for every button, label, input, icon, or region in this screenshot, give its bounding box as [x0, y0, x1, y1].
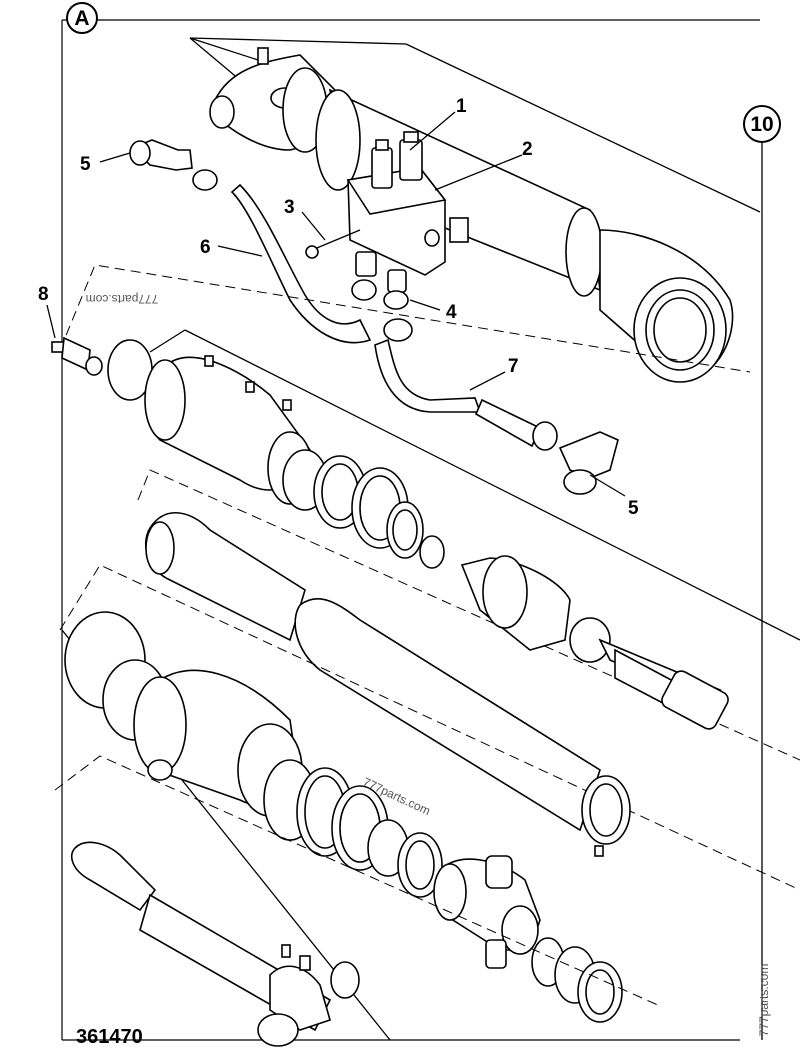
leader-lines — [46, 111, 626, 497]
cylinder-tube-upper — [315, 88, 734, 383]
middle-assembly-lower — [59, 564, 800, 1041]
callout-4: 4 — [446, 302, 457, 323]
drawing-frame — [61, 19, 760, 1041]
callout-labels: 1 2 3 4 5 5 6 7 8 — [38, 96, 639, 519]
watermark-top: 777parts.com — [86, 292, 159, 306]
callout-8: 8 — [38, 284, 49, 305]
callout-5-upper: 5 — [80, 154, 91, 175]
callout-2: 2 — [522, 139, 533, 160]
check-valve — [51, 336, 103, 376]
seal-stack-bottom — [531, 937, 623, 1023]
callout-5-lower: 5 — [628, 498, 639, 519]
callout-7: 7 — [508, 356, 519, 377]
svg-text:10: 10 — [750, 113, 773, 136]
bottom-assembly — [54, 755, 661, 1047]
rod-eye-bottom — [257, 944, 360, 1047]
rod-tube — [145, 512, 601, 832]
corner-marker: A — [66, 2, 98, 34]
tube-right — [474, 398, 558, 451]
seal-stack-upper — [282, 449, 445, 569]
elbow-fitting-upper — [129, 139, 218, 191]
callout-1: 1 — [456, 96, 467, 117]
callout-3: 3 — [284, 197, 295, 218]
svg-text:A: A — [74, 7, 89, 30]
bolt — [305, 229, 361, 259]
sheet-reference: 10 — [743, 105, 781, 1040]
middle-assembly-upper — [51, 264, 800, 832]
cylinder-tube-lower — [581, 775, 631, 857]
callout-6: 6 — [200, 237, 211, 258]
valve-block — [346, 167, 469, 276]
top-assembly — [129, 37, 761, 495]
elbow-fitting-lower — [558, 431, 619, 495]
cylinder-head-lower — [133, 669, 303, 817]
gland-right — [460, 555, 729, 730]
hose-left — [230, 183, 372, 344]
relief-cartridge — [371, 131, 423, 189]
seal-stack-lower — [263, 759, 443, 898]
hose-right — [374, 338, 482, 413]
piston-lower — [433, 855, 541, 969]
watermark-side: 777parts.com — [757, 964, 771, 1037]
drawing-number: 361470 — [76, 1026, 143, 1048]
adapter-fittings — [351, 251, 413, 342]
